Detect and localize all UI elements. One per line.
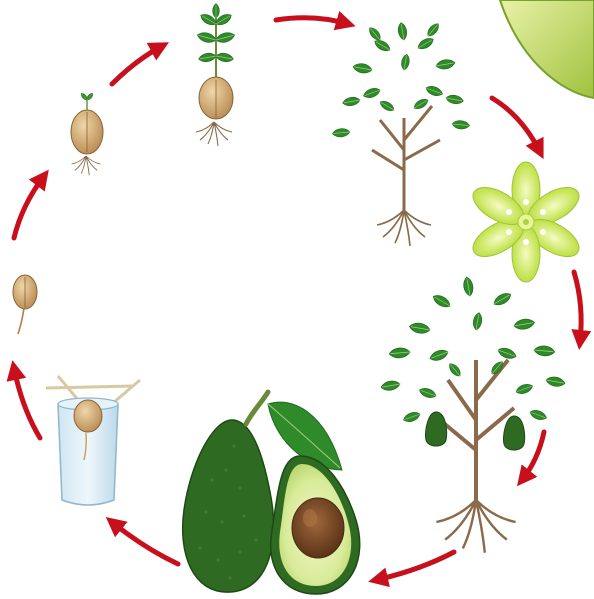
arrow-flower-to-fruiting-tree xyxy=(574,272,581,342)
arrow-fruit-to-seed xyxy=(376,552,454,580)
arrow-young-tree-to-flower xyxy=(492,98,540,152)
avocado-fruit xyxy=(183,392,360,594)
arrow-glass-to-germinating-seed xyxy=(14,368,40,438)
seed-in-water-glass xyxy=(46,376,140,505)
arrow-sprout-to-seedling xyxy=(112,46,162,84)
arrow-germinating-to-sprout xyxy=(14,176,44,238)
arrow-fruit-to-glass xyxy=(112,522,178,564)
seed-with-sprout xyxy=(71,92,103,175)
fruiting-tree xyxy=(380,276,565,552)
arrow-seedling-to-young-tree xyxy=(276,18,348,24)
germinating-seed xyxy=(13,275,37,334)
corner-avocado-fragment xyxy=(500,0,594,98)
arrow-fruiting-tree-to-fruit-right xyxy=(522,432,544,480)
young-tree xyxy=(332,21,470,246)
seedling xyxy=(196,4,236,146)
flower xyxy=(467,162,585,282)
